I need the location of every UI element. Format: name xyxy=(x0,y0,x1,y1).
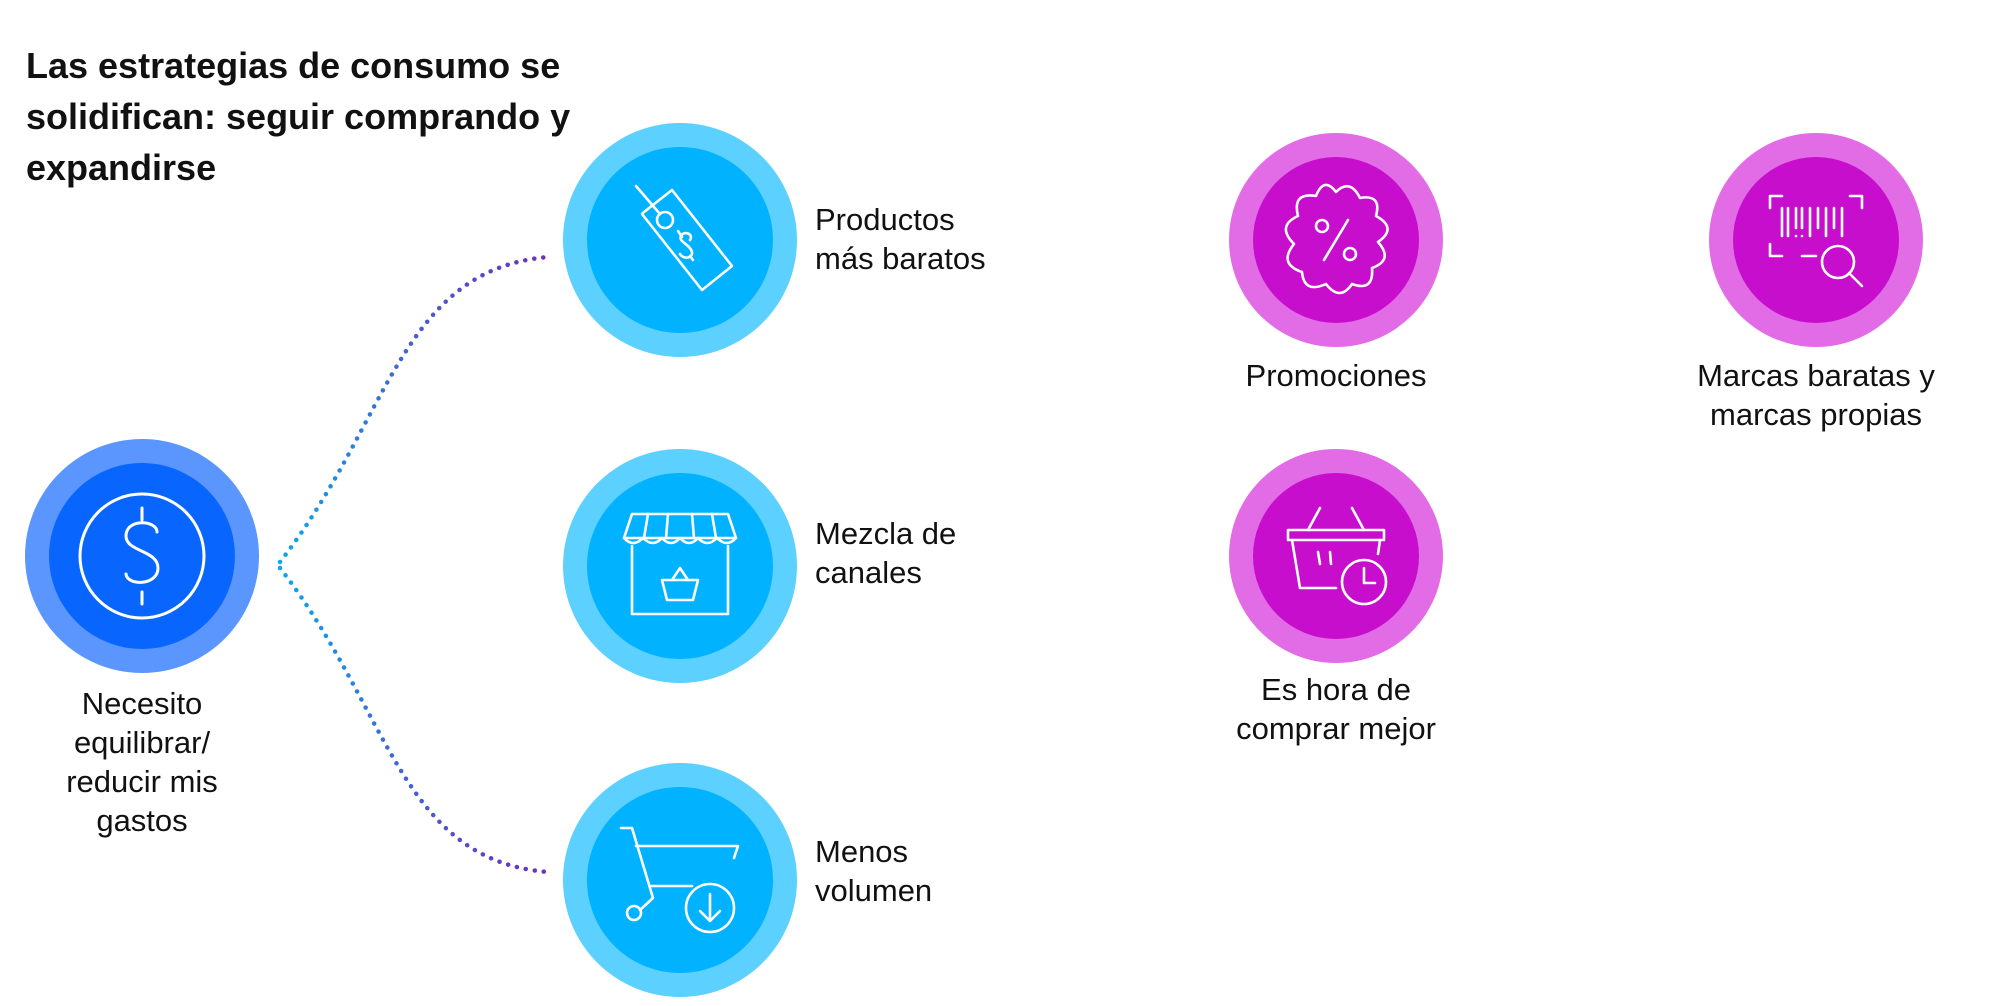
cart-down-arrow-icon xyxy=(619,826,740,934)
diagram-title: Las estrategias de consumo se solidifica… xyxy=(26,45,571,188)
channel-mix-label: Mezcla de canales xyxy=(815,516,957,590)
percent-badge-icon xyxy=(1284,183,1389,295)
node-cheap-brands xyxy=(1709,133,1923,347)
barcode-search-icon xyxy=(1768,194,1864,288)
node-channel-mix xyxy=(563,449,797,683)
node-cheaper-products xyxy=(563,123,797,357)
node-less-volume xyxy=(563,763,797,997)
connector-root-to-cheaper-products xyxy=(277,254,551,565)
cheap-brands-label: Marcas baratas y marcas propias xyxy=(1697,358,1935,432)
promotions-label: Promociones xyxy=(1245,358,1427,393)
dollar-coin-icon xyxy=(78,492,206,620)
basket-clock-icon xyxy=(1286,506,1388,606)
less-volume-label: Menos volumen xyxy=(815,834,933,908)
root-label: Necesito equilibrar/ reducir mis gastos xyxy=(66,686,218,838)
cheaper-products-label: Productos más baratos xyxy=(815,202,986,276)
connector-root-to-less-volume xyxy=(277,565,551,875)
storefront-icon xyxy=(622,512,738,616)
node-promotions xyxy=(1229,133,1443,347)
connectors xyxy=(277,237,1693,875)
better-shopping-label: Es hora de comprar mejor xyxy=(1236,672,1436,746)
price-tag-icon xyxy=(634,184,734,292)
node-better-shopping xyxy=(1229,449,1443,663)
node-root xyxy=(25,439,259,673)
